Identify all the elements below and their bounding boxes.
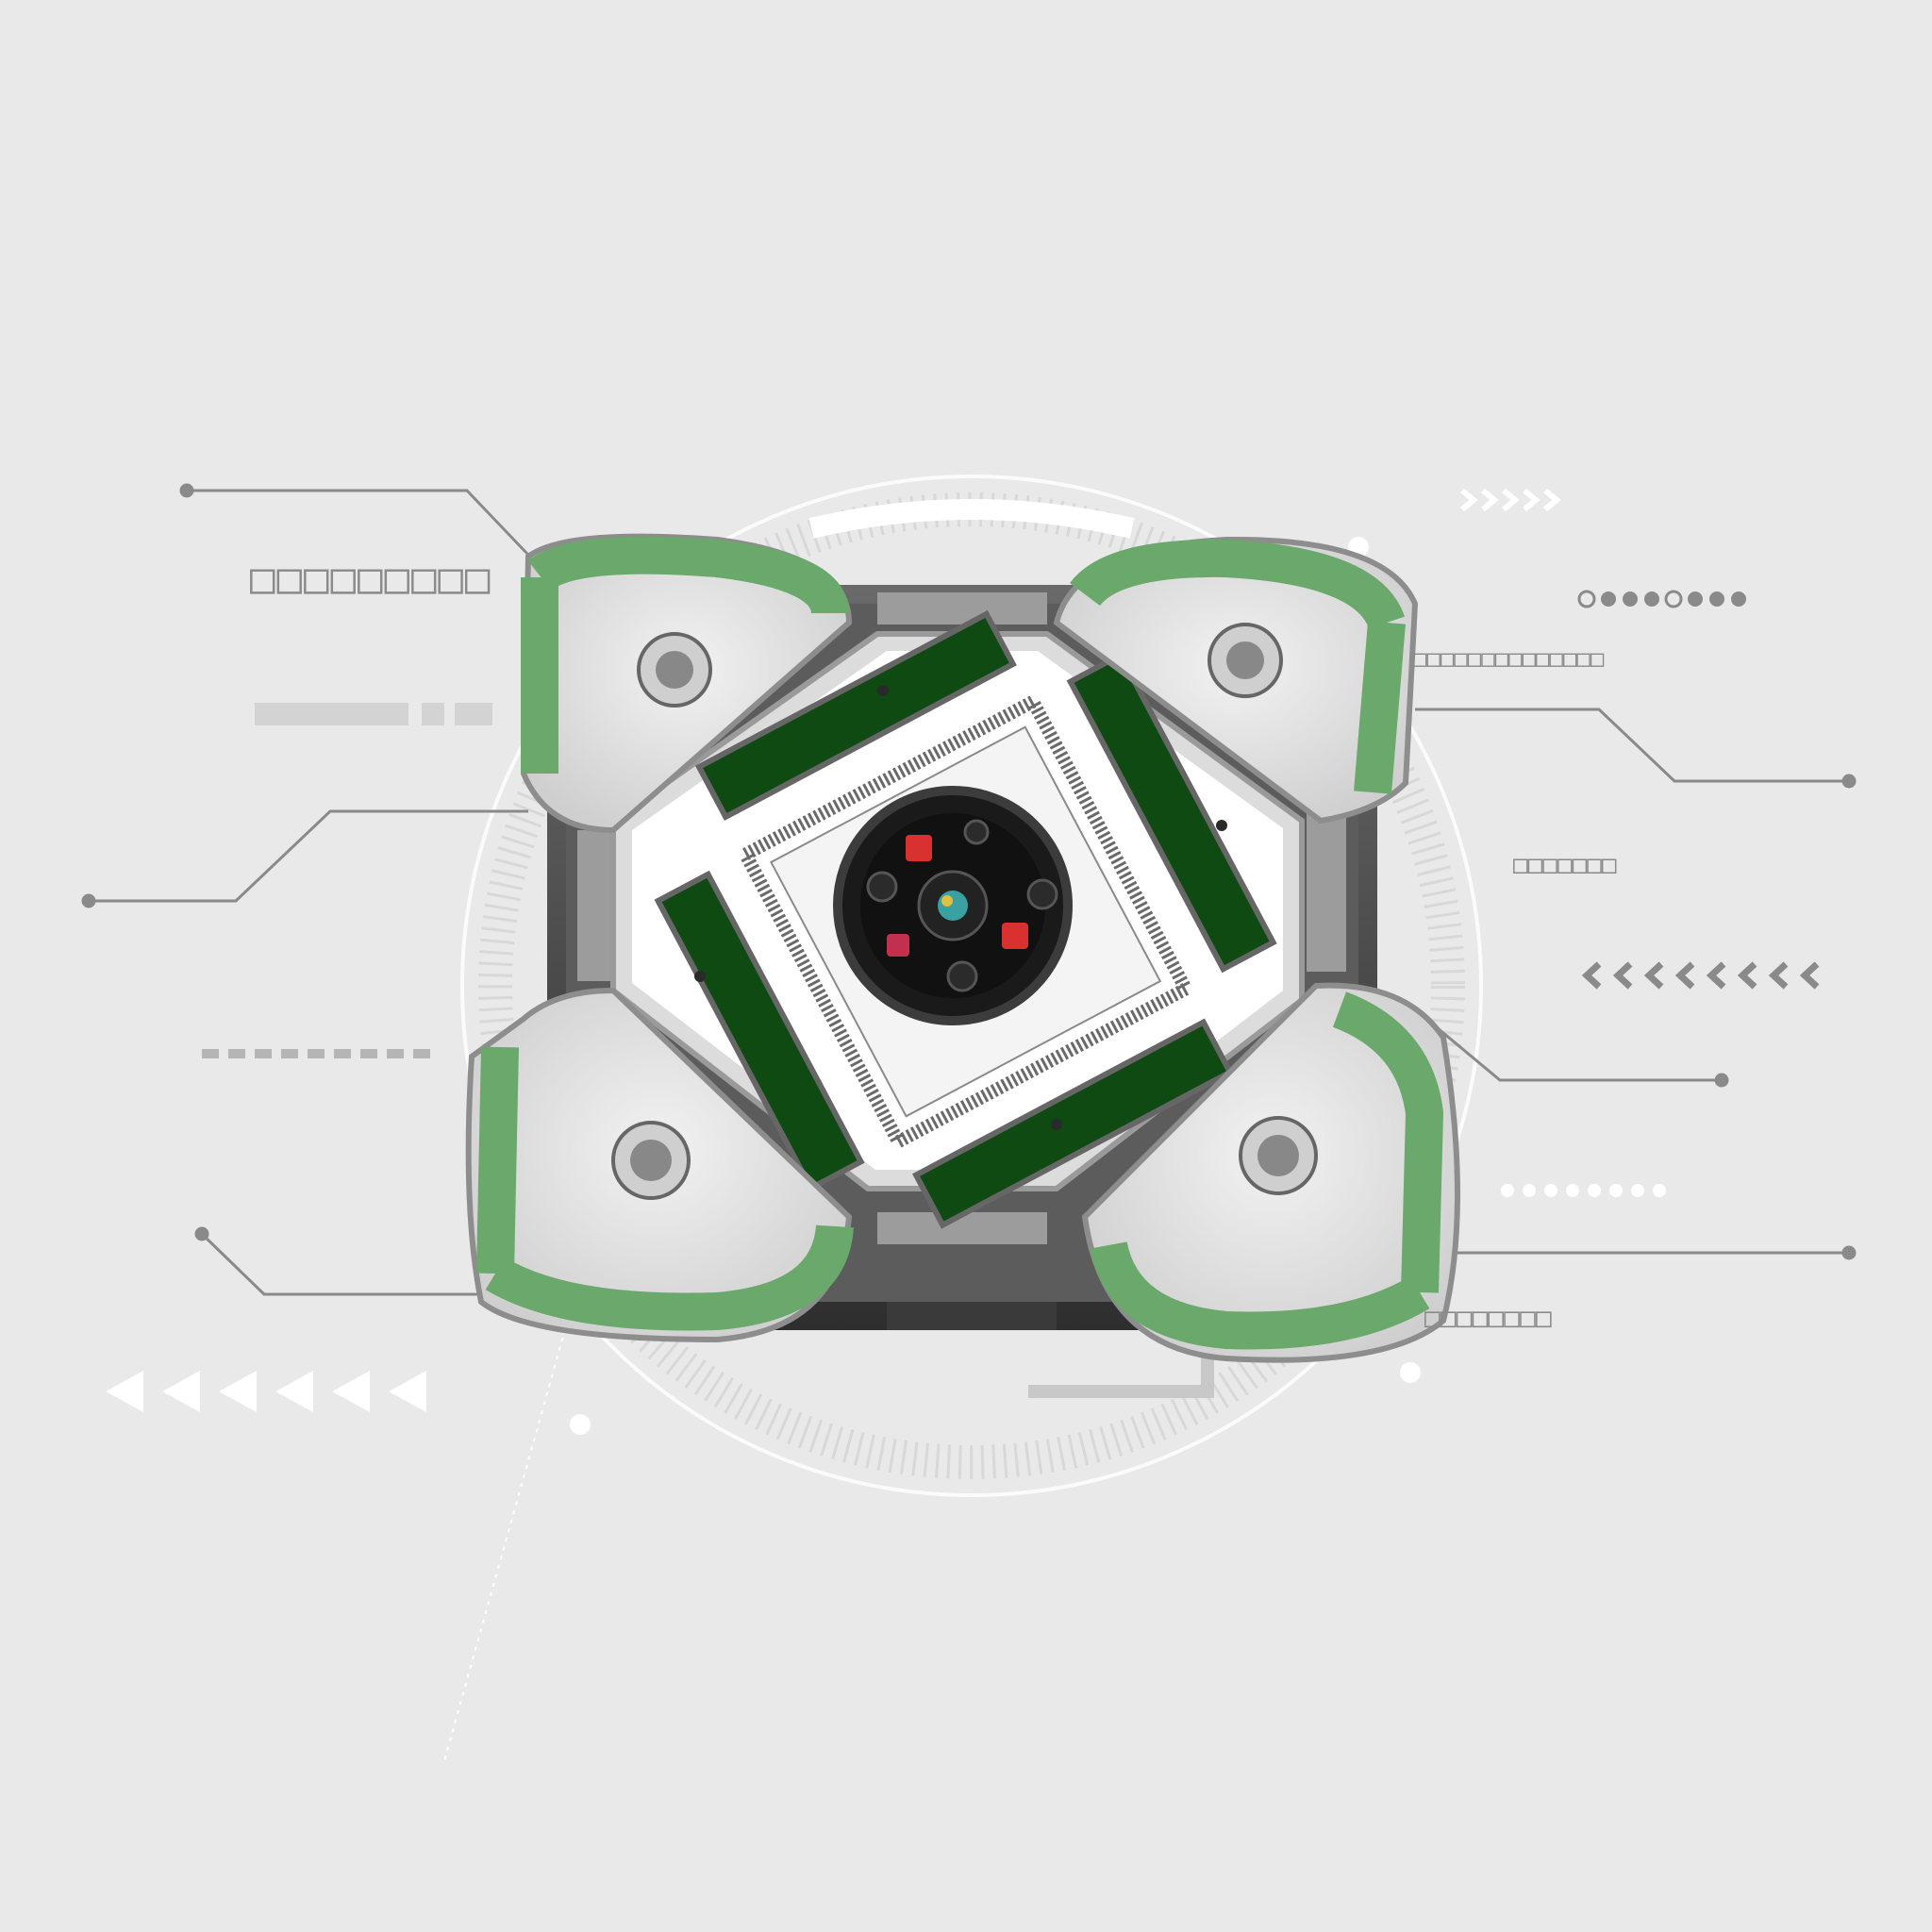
hud-progress-bars	[255, 703, 492, 725]
front-vent	[887, 1302, 1057, 1330]
dice-control-panel[interactable]	[833, 786, 1073, 1025]
hud-label-top-left: □□□□□□□□□	[250, 555, 492, 603]
tile-racks	[654, 609, 1277, 1229]
side-grille-top	[877, 592, 1047, 625]
side-grille-right	[1307, 811, 1346, 972]
tile-rack-north	[694, 609, 1017, 821]
tile-tray-top-left	[520, 533, 853, 834]
red-button-2[interactable]	[1002, 923, 1028, 949]
hud-dash-line	[202, 1049, 430, 1058]
tile-tray-top-right	[1053, 536, 1419, 824]
tile-rack-west	[654, 870, 865, 1192]
mahjong-table	[465, 533, 1460, 1363]
surface-holes	[694, 685, 1227, 1130]
hud-dot-row-upper	[1577, 590, 1746, 608]
red-button-3[interactable]	[887, 934, 909, 957]
dice-button-icon[interactable]	[938, 891, 968, 921]
red-button-1[interactable]	[906, 835, 932, 861]
tile-tray-bottom-left	[465, 987, 854, 1343]
tile-rack-south	[912, 1018, 1234, 1229]
hud-label-right-mid: □□□□□□□	[1513, 851, 1617, 879]
chevron-right-icon	[1460, 488, 1561, 512]
hud-dot-row-lower	[1501, 1184, 1666, 1197]
hud-label-right-upper: □□□□□□□□□□□□□□	[1413, 645, 1605, 672]
tile-tray-bottom-right	[1081, 982, 1460, 1363]
tile-rack-east	[1066, 651, 1277, 974]
hud-label-right-lower: □□□□□□□□	[1424, 1302, 1552, 1333]
chevron-left-icon	[1581, 961, 1820, 990]
triangle-left-icon	[106, 1371, 426, 1412]
hud-drop-line	[442, 1291, 576, 1765]
